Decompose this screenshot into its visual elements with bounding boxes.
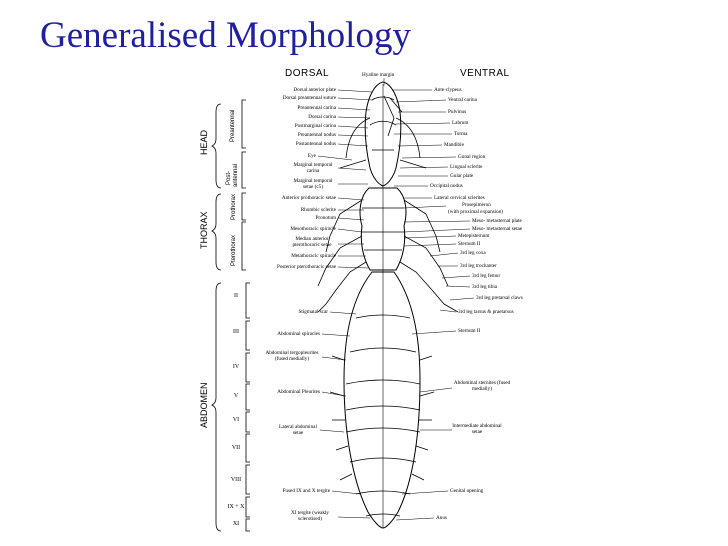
- ventral-header: VENTRAL: [460, 68, 510, 79]
- dorsal-label: Anterior prothoracic setae: [281, 195, 336, 201]
- ventral-label: Meso- metasternal setae: [472, 226, 523, 232]
- segment-label: IX + X: [227, 504, 245, 510]
- prothorax-bracket: [241, 192, 246, 221]
- segment-label: III: [233, 329, 239, 335]
- dorsal-label: Dorsal preantennal suture: [282, 95, 336, 101]
- dorsal-label: Pronotum: [315, 215, 336, 221]
- pterothorax-bracket: [241, 221, 246, 271]
- ventral-label: Anus: [436, 515, 447, 521]
- ventral-label: Occipital nodus: [430, 183, 463, 189]
- dorsal-label: Abdominal spiracles: [277, 331, 320, 337]
- dorsal-label: Postantennal nodus: [295, 141, 336, 147]
- subregion-preantennal: Preantennal: [230, 109, 236, 142]
- dorsal-label: Rhombic sclerite: [300, 207, 336, 213]
- region-abdomen: ABDOMEN: [199, 382, 209, 428]
- ventral-label: Intermediate abdominal setae: [452, 423, 502, 435]
- dorsal-label: Fused IX and X tergite: [282, 488, 330, 494]
- segment-label: XI: [232, 521, 240, 527]
- ventral-label: Metepisternum: [458, 233, 490, 239]
- dorsal-label: Postmarginal carina: [294, 123, 336, 129]
- dorsal-label: Marginal temporal setae (c5): [293, 178, 333, 190]
- dorsal-label: Marginal temporal carina: [293, 162, 333, 174]
- segment-label: IV: [232, 364, 240, 370]
- ventral-label: Ventral carina: [448, 97, 477, 103]
- dorsal-label: Eye: [307, 153, 316, 159]
- ventral-label: 3rd leg tarsus & praetarsus: [458, 309, 514, 315]
- segment-label: V: [233, 393, 239, 399]
- thorax-bracket: [211, 193, 222, 271]
- ventral-label: Meso- metasternal plate: [472, 218, 522, 224]
- segment-label: VI: [232, 417, 240, 423]
- segment-label: VII: [231, 445, 241, 451]
- subregion-postantennal-1: Post-: [226, 170, 232, 185]
- ventral-label: Sternum II: [458, 328, 481, 334]
- label-hyaline-margin: Hyaline margin: [362, 72, 395, 78]
- dorsal-label: Lateral abdominal setae: [279, 424, 317, 436]
- segment-label: VIII: [230, 477, 242, 483]
- ventral-label: Lingual sclerite: [450, 164, 483, 170]
- ventral-label: Torma: [454, 131, 468, 137]
- dorsal-label: Mesothoracic spiracle: [290, 226, 336, 232]
- dorsal-label: Median anterior pterothoracic setae: [292, 236, 332, 248]
- ventral-label: Sternum II: [458, 241, 481, 247]
- dorsal-label: XI tergite (weakly sclerotised): [291, 510, 329, 522]
- ventral-label: 3rd leg coxa: [460, 250, 486, 256]
- ventral-label: Labrum: [452, 120, 469, 126]
- preantennal-bracket: [241, 99, 246, 149]
- ventral-label: Prosepimeron: [462, 202, 491, 208]
- dorsal-header: DORSAL: [285, 68, 330, 79]
- ventral-label: 3rd leg tibia: [472, 284, 498, 290]
- region-head: HEAD: [199, 129, 209, 155]
- segment-label: II: [234, 293, 238, 299]
- ventral-label: Ante-clypeus: [434, 87, 462, 93]
- ventral-label: Genital opening: [450, 488, 484, 494]
- dorsal-label: Preantennal carina: [297, 105, 336, 111]
- subregion-pterothorax: Pterothorax: [231, 234, 237, 266]
- ventral-label: 3rd leg pretarsal claws: [476, 295, 523, 301]
- ventral-label: 3rd leg femur: [472, 273, 501, 279]
- dorsal-label: Abdominal tergopleurites (fused medially…: [265, 350, 319, 362]
- dorsal-label: Abdominal Pleurites: [277, 389, 320, 395]
- abdomen-bracket: [211, 282, 222, 532]
- dorsal-label: Stigmatal scar: [298, 309, 328, 315]
- ventral-label: Gular plate: [450, 173, 474, 179]
- ventral-label: Gonal region: [458, 154, 486, 160]
- ventral-label: Mandible: [444, 142, 464, 148]
- dorsal-label: Metathoracic spiracle: [291, 253, 336, 259]
- ventral-label: Abdominal sternites (fused medially): [453, 380, 511, 392]
- ventral-label: (with proximal expansion): [448, 209, 504, 215]
- region-thorax: THORAX: [199, 211, 209, 249]
- ventral-label: Pulvinus: [448, 109, 467, 115]
- dorsal-label: Dorsal carina: [308, 114, 336, 120]
- page-title: Generalised Morphology: [40, 15, 411, 56]
- dorsal-label: Posterior pterothoracic setae: [276, 264, 336, 270]
- postantennal-bracket: [241, 151, 246, 189]
- dorsal-label: Preantennal nodus: [297, 132, 336, 138]
- ventral-label: 3rd leg trochanter: [460, 263, 497, 269]
- head-bracket: [211, 103, 222, 189]
- dorsal-label: Dorsal anterior plate: [293, 87, 336, 93]
- ventral-label: Lateral cervical sclerites: [434, 195, 485, 201]
- subregion-postantennal-2: antennal: [233, 163, 239, 187]
- subregion-prothorax: Prothorax: [231, 193, 237, 220]
